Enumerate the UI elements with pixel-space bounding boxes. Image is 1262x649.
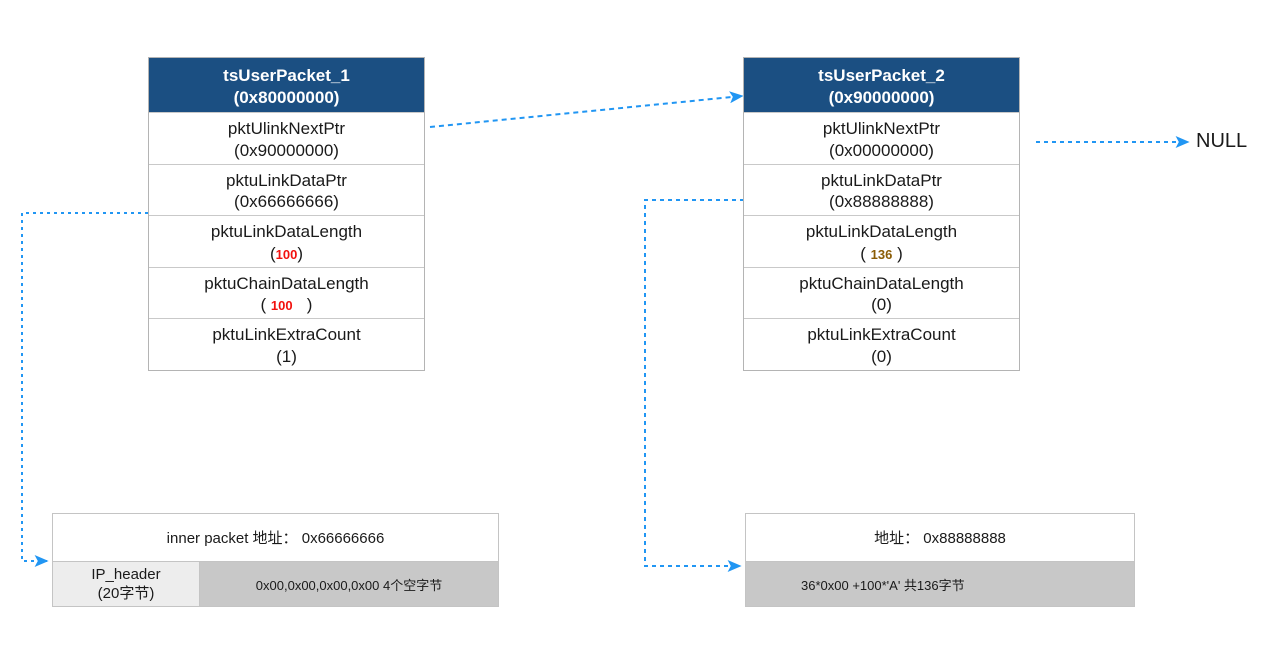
memory1-body: IP_header (20字节) 0x00,0x00,0x00,0x00 4个空… — [53, 561, 498, 606]
struct-header-packet1: tsUserPacket_1 (0x80000000) — [149, 58, 424, 112]
field-name: pktUlinkNextPtr — [822, 119, 941, 138]
field-name: pktuLinkExtraCount — [212, 325, 361, 344]
paren-close: ) — [297, 243, 304, 263]
memory1-address: inner packet 地址： 0x66666666 — [53, 514, 498, 561]
field-value: (1) — [276, 346, 297, 366]
memory2-body: 36*0x00 +100*'A' 共136字节 — [746, 561, 1134, 606]
memory-block-1: inner packet 地址： 0x66666666 IP_header (2… — [52, 513, 499, 607]
paren-close: ) — [292, 295, 313, 315]
arrow-pkt2-data-to-memory2 — [644, 199, 744, 572]
paren-open: ( — [269, 243, 276, 263]
struct-row: pktuLinkExtraCount (1) — [149, 318, 424, 370]
memory1-data-cell: 0x00,0x00,0x00,0x00 4个空字节 — [200, 562, 498, 606]
field-value: (0x88888888) — [829, 192, 934, 212]
memory-block-2: 地址： 0x88888888 36*0x00 +100*'A' 共136字节 — [745, 513, 1135, 607]
memory1-ip-header-cell: IP_header (20字节) — [53, 562, 200, 606]
field-value-group: ( 136 ) — [744, 243, 1019, 265]
memory2-data-cell: 36*0x00 +100*'A' 共136字节 — [746, 562, 1134, 606]
paren-open: ( — [260, 295, 271, 315]
field-value: (0) — [871, 346, 892, 366]
field-name: pktuLinkDataPtr — [821, 170, 942, 190]
struct-row: pktUlinkNextPtr (0x90000000) — [149, 112, 424, 164]
field-value: 136 — [870, 246, 893, 262]
struct-row: pktuLinkDataPtr (0x88888888) — [744, 163, 1019, 216]
field-name: pktUlinkNextPtr — [227, 119, 346, 138]
arrow-pkt1-data-to-memory1 — [21, 212, 148, 567]
struct-row: pktuChainDataLength ( 100 ) — [149, 266, 424, 319]
packet2-title: tsUserPacket_2 — [818, 66, 945, 85]
field-value-group: ( 100 ) — [149, 294, 424, 316]
field-value: (0) — [871, 295, 892, 315]
memory2-address: 地址： 0x88888888 — [746, 514, 1134, 561]
struct-row: pktuLinkDataLength ( 136 ) — [744, 215, 1019, 267]
field-name: pktuLinkDataLength — [210, 222, 363, 241]
paren-open: ( — [860, 243, 871, 263]
arrow-pkt1-next-to-pkt2 — [429, 91, 744, 128]
ip-header-label: IP_header — [91, 565, 161, 583]
field-name: pktuLinkDataLength — [805, 222, 958, 241]
struct-header-packet2: tsUserPacket_2 (0x90000000) — [744, 58, 1019, 112]
struct-row: pktuLinkExtraCount (0) — [744, 318, 1019, 370]
field-value: (0x90000000) — [234, 140, 339, 160]
struct-row: pktuLinkDataPtr (0x66666666) — [149, 163, 424, 216]
field-value: (0x66666666) — [234, 192, 339, 212]
field-name: pktuLinkExtraCount — [807, 325, 956, 344]
field-name: pktuChainDataLength — [799, 273, 964, 293]
packet2-address: (0x90000000) — [828, 87, 935, 107]
field-value: 100 — [275, 246, 298, 262]
field-value: (0x00000000) — [829, 140, 934, 160]
struct-row: pktUlinkNextPtr (0x00000000) — [744, 112, 1019, 164]
field-name: pktuChainDataLength — [204, 273, 369, 293]
struct-row: pktuChainDataLength (0) — [744, 266, 1019, 319]
struct-row: pktuLinkDataLength (100) — [149, 215, 424, 267]
field-value-group: (100) — [149, 243, 424, 265]
packet1-address: (0x80000000) — [233, 87, 340, 107]
packet1-title: tsUserPacket_1 — [223, 66, 350, 85]
field-value: 100 — [270, 298, 293, 314]
struct-table-packet1: tsUserPacket_1 (0x80000000) pktUlinkNext… — [148, 57, 425, 371]
struct-table-packet2: tsUserPacket_2 (0x90000000) pktUlinkNext… — [743, 57, 1020, 371]
null-label: NULL — [1196, 130, 1248, 152]
field-name: pktuLinkDataPtr — [226, 170, 347, 190]
ip-header-size: (20字节) — [97, 585, 155, 602]
paren-close: ) — [892, 243, 903, 263]
